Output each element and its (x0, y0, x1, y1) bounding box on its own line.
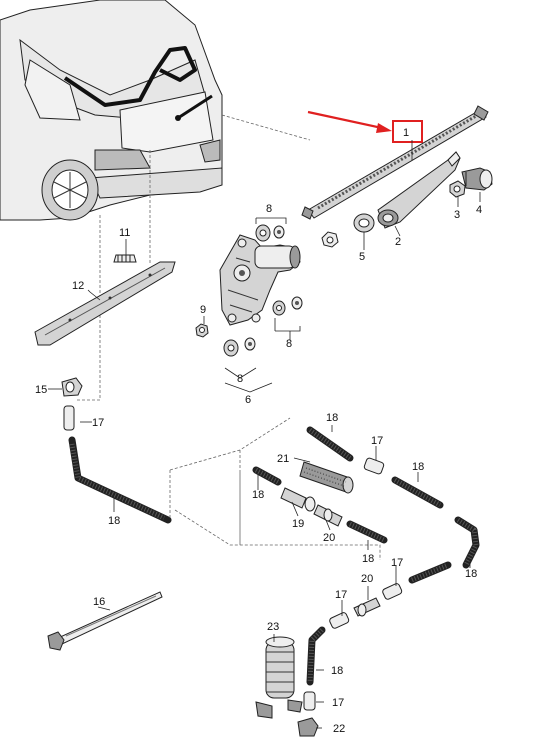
label-8-right: 8 (286, 338, 292, 350)
label-20-lower: 20 (361, 573, 373, 585)
leader-lines (48, 140, 481, 729)
hose-18-lower-mid (346, 520, 388, 544)
left-hose (63, 405, 172, 524)
hose-18-upper (306, 426, 354, 462)
sleeve-17-right (382, 583, 403, 600)
cap (461, 167, 493, 191)
wiper-blade (301, 105, 489, 220)
label-17-left: 17 (92, 417, 104, 429)
label-18-bottom: 18 (331, 665, 343, 677)
bushing (353, 213, 375, 233)
grommet-15 (61, 377, 83, 397)
hose-18-middle (252, 466, 282, 486)
label-3: 3 (454, 209, 460, 221)
wiper-arm (377, 151, 461, 229)
label-18-lower-mid: 18 (362, 553, 374, 565)
washer-nut (321, 231, 339, 248)
clip (113, 254, 137, 263)
leader-lines-car (75, 114, 311, 401)
cable-tie (47, 591, 163, 651)
grommets-upper (255, 224, 285, 242)
label-17-bottom: 17 (332, 697, 344, 709)
nut (449, 180, 466, 198)
hose-18-curved (454, 516, 480, 569)
label-17-lower: 17 (335, 589, 347, 601)
sleeve-17-lower (329, 612, 350, 629)
washer-pump-23 (255, 636, 303, 719)
highlight-arrow (307, 110, 423, 143)
label-8-bottom: 8 (237, 373, 243, 385)
label-17-right: 17 (391, 557, 403, 569)
label-16: 16 (93, 596, 105, 608)
label-19: 19 (292, 518, 304, 530)
label-18-right: 18 (412, 461, 424, 473)
label-4: 4 (476, 204, 482, 216)
label-18-left: 18 (108, 515, 120, 527)
vehicle-illustration (0, 0, 223, 221)
label-21: 21 (277, 453, 289, 465)
hose-18-right (391, 476, 444, 509)
label-11: 11 (119, 227, 130, 239)
nut-9 (195, 323, 209, 338)
plug-22 (297, 717, 319, 737)
sleeve-21 (299, 461, 354, 494)
sleeve-17 (363, 457, 385, 475)
label-22: 22 (333, 723, 345, 735)
hose-18-lower-right (408, 561, 452, 584)
label-18-top: 18 (326, 412, 338, 424)
label-17-middle: 17 (371, 435, 383, 447)
label-2: 2 (395, 236, 401, 248)
sleeve-17-bottom (303, 691, 316, 711)
connector-20-upper (313, 504, 343, 527)
wiper-motor (219, 234, 301, 326)
grommets-right (272, 296, 303, 316)
hose-18-bent (306, 626, 326, 686)
label-12: 12 (72, 280, 84, 292)
label-9: 9 (200, 304, 206, 316)
connector-20-lower (353, 597, 381, 617)
connector-19 (280, 487, 316, 512)
grommets-lower (223, 337, 256, 357)
label-18-far-right: 18 (465, 568, 477, 580)
label-5: 5 (359, 251, 365, 263)
trim-panel (34, 261, 176, 346)
label-8-top: 8 (266, 203, 272, 215)
part-labels: 1 2 3 4 5 6 8 8 8 9 11 12 15 16 17 17 17… (35, 127, 482, 735)
label-1: 1 (403, 127, 409, 139)
label-6: 6 (245, 394, 251, 406)
label-23: 23 (267, 621, 279, 633)
label-20-upper: 20 (323, 532, 335, 544)
label-18-mid: 18 (252, 489, 264, 501)
label-15: 15 (35, 384, 47, 396)
leader-box-middle (169, 417, 381, 560)
